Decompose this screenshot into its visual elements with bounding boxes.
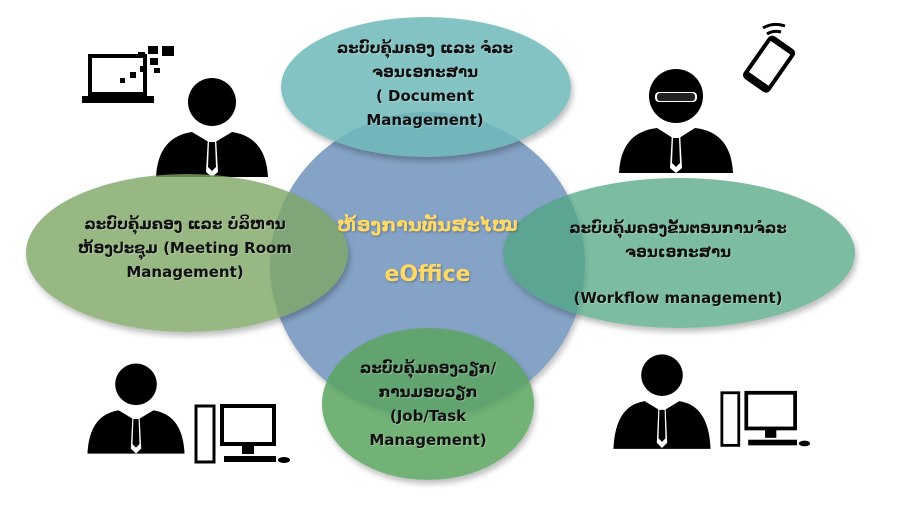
center-lao-title: ຫ້ອງການທັນສະໄໝ	[337, 214, 518, 236]
module-text: Management)	[366, 111, 484, 129]
module-text: ການມອບວຽກ	[378, 383, 478, 401]
businessman-icon	[156, 78, 268, 177]
center-title: eOffice	[384, 262, 471, 287]
module-text: ລະບົບຄຸ້ມຄອງ ແລະ ຈໍລະ	[336, 39, 514, 57]
agent-icon	[619, 69, 733, 173]
module-text: Management)	[369, 431, 487, 449]
meeting-room-label: ລະບົບຄຸ້ມຄອງ ແລະ ບໍລິຫານ ຫ້ອງປະຊຸມ (Meet…	[60, 212, 310, 284]
task-management-label: ລະບົບຄຸ້ມຄອງວຽກ/ ການມອບວຽກ (Job/Task Man…	[340, 356, 516, 452]
module-text: ຈອນເອກະສານ	[624, 243, 732, 261]
module-text: ລະບົບຄຸ້ມຄອງຂັ້ນຕອນການຈໍລະ	[569, 219, 787, 237]
document-management-ellipse	[281, 17, 571, 157]
laptop-icon	[82, 46, 174, 103]
businessman-icon	[87, 363, 185, 454]
module-text: ລະບົບຄຸ້ມຄອງ ແລະ ບໍລິຫານ	[84, 215, 286, 233]
module-text: ຫ້ອງປະຊຸມ (Meeting Room	[78, 239, 292, 257]
module-text: ( Document	[375, 87, 475, 105]
desktop-computer-icon	[720, 390, 811, 447]
eoffice-center-label: ຫ້ອງການທັນສະໄໝ eOffice	[320, 210, 535, 290]
workflow-management-label: ລະບົບຄຸ້ມຄອງຂັ້ນຕອນການຈໍລະ ຈອນເອກະສານ (W…	[548, 216, 808, 310]
smartphone-icon	[743, 22, 796, 93]
desktop-computer-icon	[194, 404, 290, 464]
workflow-management-ellipse	[503, 178, 855, 328]
module-text: ຈອນເອກະສານ	[371, 63, 479, 81]
module-text: Management)	[126, 263, 244, 281]
task-management-ellipse	[322, 328, 534, 480]
document-management-label: ລະບົບຄຸ້ມຄອງ ແລະ ຈໍລະ ຈອນເອກະສານ ( Docum…	[300, 36, 550, 132]
businessman-icon	[613, 354, 711, 449]
module-text: ລະບົບຄຸ້ມຄອງວຽກ/	[359, 359, 497, 377]
module-text: (Job/Task	[389, 407, 467, 425]
meeting-room-ellipse	[26, 174, 348, 332]
module-text: (Workflow management)	[573, 289, 783, 307]
